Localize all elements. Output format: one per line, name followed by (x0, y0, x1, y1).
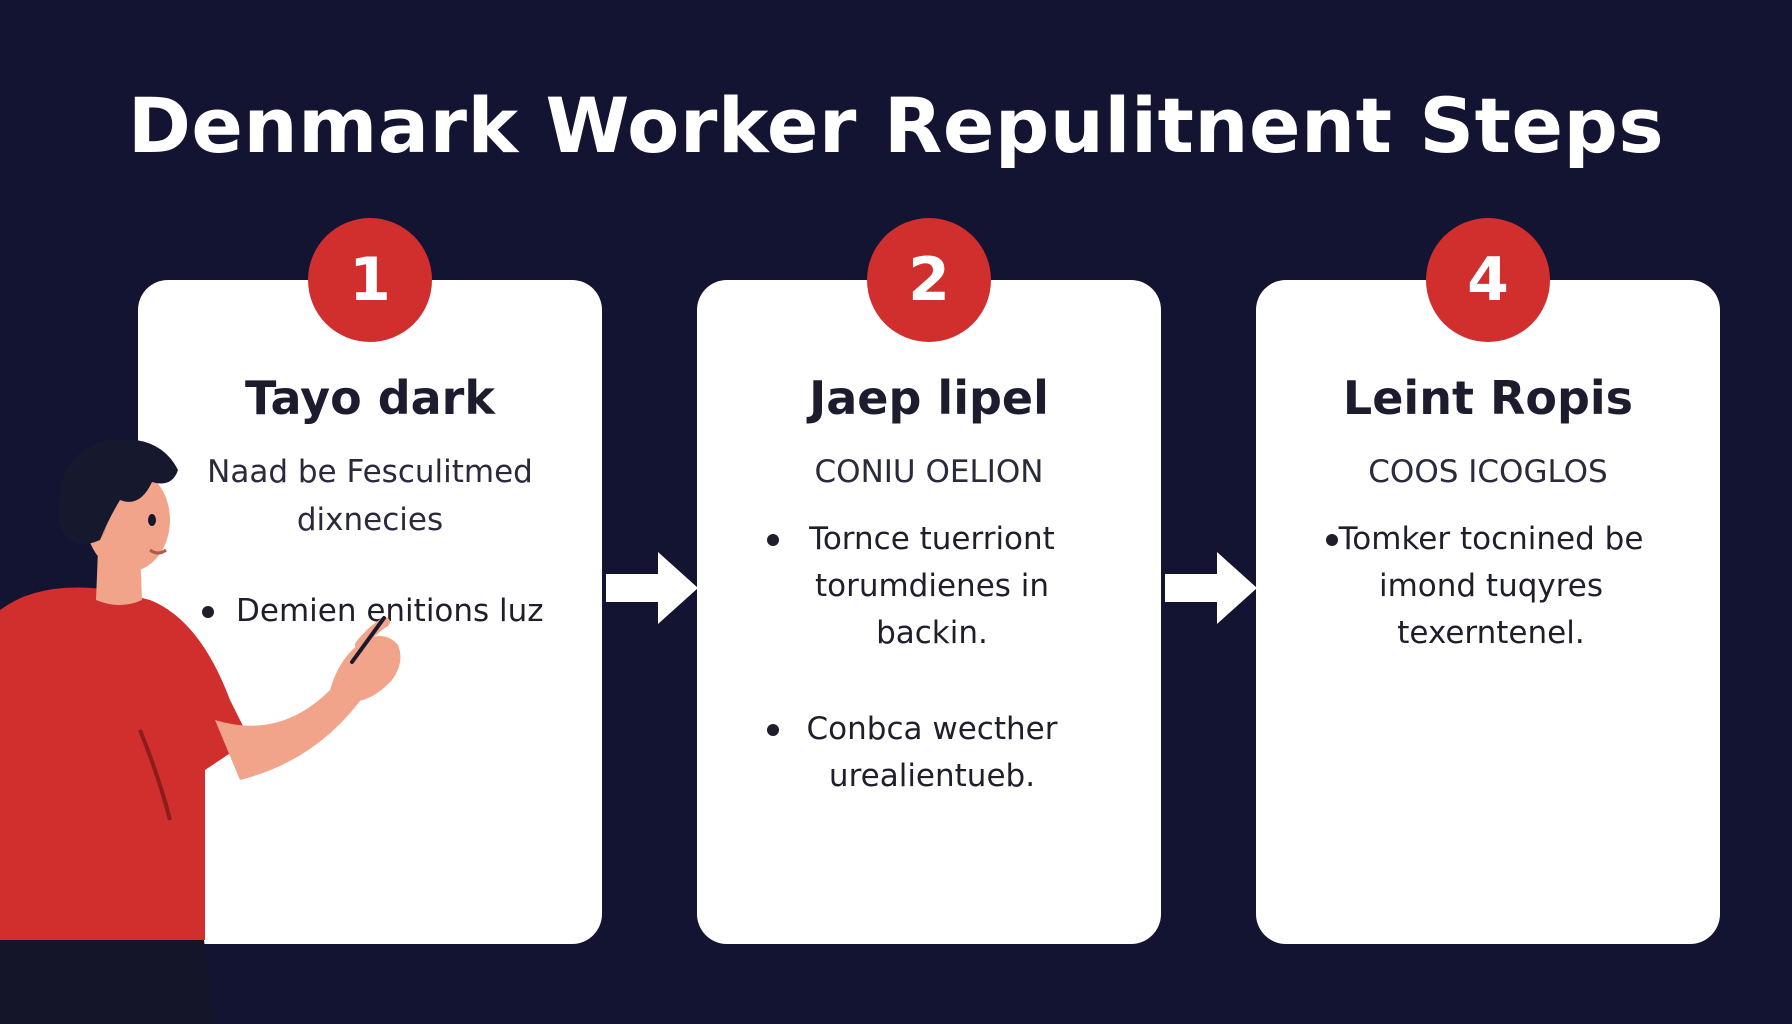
step-subtitle-1: Naad be Fesculitmed dixnecies (207, 454, 533, 538)
step-number-badge-1: 1 (308, 218, 432, 342)
step-subtitle-3: COOS ICOGLOS (1368, 454, 1608, 490)
step-subtitle-2: CONIU OELION (814, 454, 1044, 490)
presenter-person-illustration (0, 440, 401, 1024)
bullet-dot-icon (767, 724, 779, 736)
bullet-text: Conbca wecther urealientueb. (806, 711, 1058, 794)
step-2-bullet-1: Tornce tuerriont torumdienes in backin. (767, 516, 1097, 657)
step-heading-3: Leint Ropis (1342, 371, 1634, 425)
bullet-text: Tomker tocnined be imond tuqyres texernt… (1338, 521, 1644, 651)
step-card-3: Leint Ropis COOS ICOGLOS Tomker tocnined… (1256, 280, 1720, 944)
step-card-2: Jaep lipel CONIU OELION Tornce tuerriont… (697, 280, 1161, 944)
arrow-right-icon (1165, 552, 1257, 624)
step-number-badge-3: 4 (1426, 218, 1550, 342)
step-card-1: Tayo dark Naad be Fesculitmed dixnecies … (138, 280, 602, 944)
step-number-badge-2: 2 (867, 218, 991, 342)
step-2-bullet-2: Conbca wecther urealientueb. (767, 706, 1097, 800)
bullet-dot-icon (202, 606, 214, 618)
bullet-text: Tornce tuerriont torumdienes in backin. (809, 521, 1055, 651)
bullet-dot-icon (1326, 534, 1338, 546)
page-title: Denmark Worker Repulitnent Steps (127, 81, 1665, 170)
step-heading-1: Tayo dark (245, 371, 495, 425)
arrow-right-icon (606, 552, 698, 624)
step-3-bullet-1: Tomker tocnined be imond tuqyres texernt… (1326, 516, 1656, 657)
step-heading-2: Jaep lipel (809, 371, 1049, 425)
bullet-dot-icon (767, 534, 779, 546)
